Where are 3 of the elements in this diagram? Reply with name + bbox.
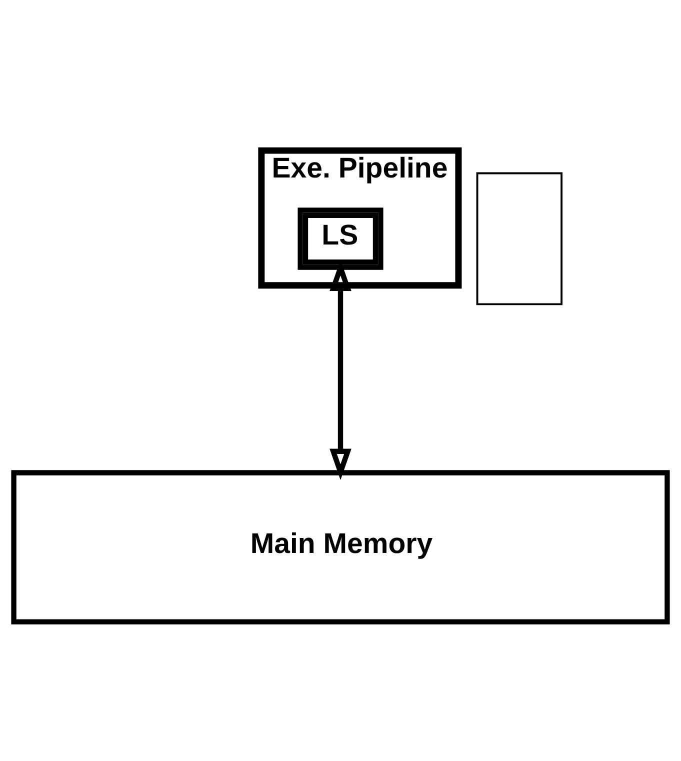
node-box: Main Memory: [11, 470, 670, 624]
node-box: LS: [298, 207, 384, 270]
node-box: [476, 172, 563, 305]
